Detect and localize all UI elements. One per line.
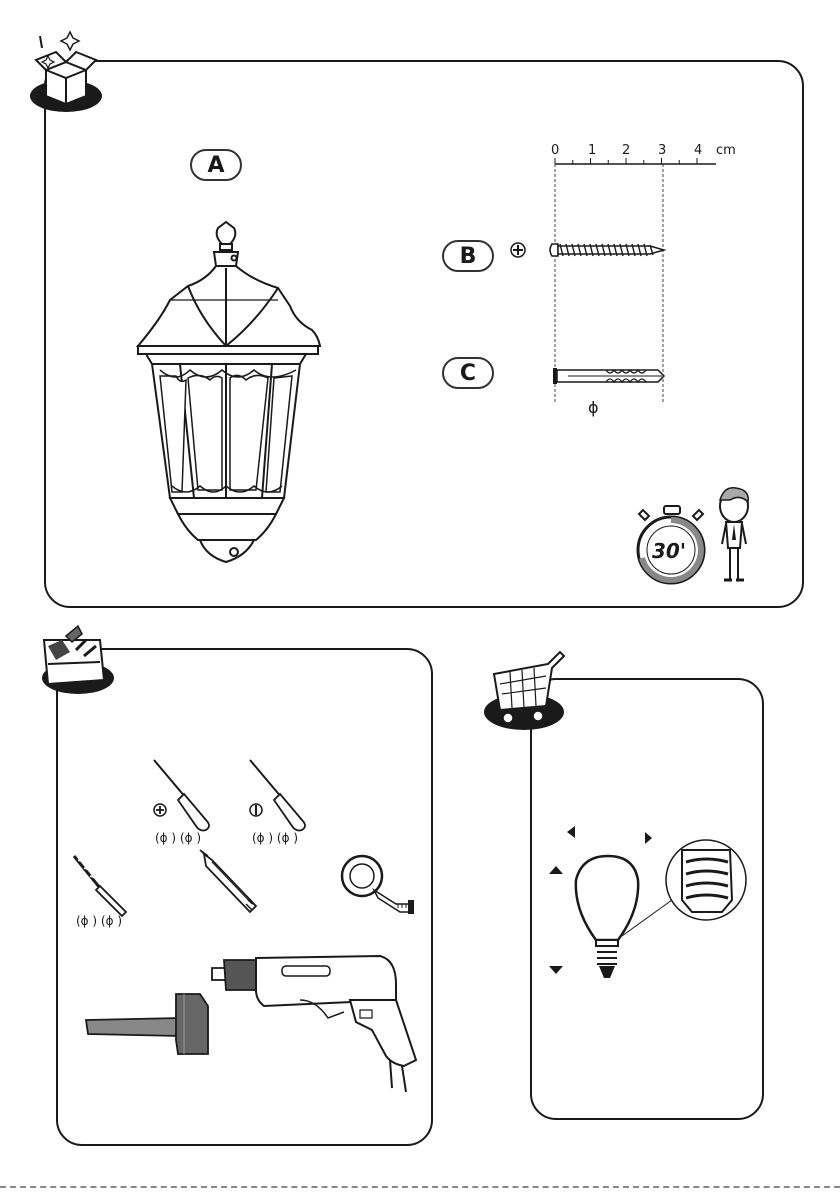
flat-screwdriver-spec: (ϕ ) (ϕ )	[252, 831, 298, 845]
page-footer-line	[0, 1186, 840, 1188]
tools-panel	[56, 648, 433, 1146]
ruler-tick-3: 3	[658, 143, 666, 158]
part-a-badge: A	[190, 149, 242, 181]
ruler-tick-4: 4	[694, 143, 702, 158]
phillips-screwdriver-spec: (ϕ ) (ϕ )	[155, 831, 201, 845]
ruler-tick-1: 1	[588, 143, 596, 158]
ruler-tick-2: 2	[622, 143, 630, 158]
package-contents-panel	[44, 60, 804, 608]
light-bulb-panel	[530, 678, 764, 1120]
ruler-unit: cm	[716, 143, 736, 158]
drill-bit-spec: (ϕ ) (ϕ )	[76, 914, 122, 928]
part-b-badge: B	[442, 240, 494, 272]
part-c-badge: C	[442, 357, 494, 389]
stopwatch-time: 30'	[652, 539, 686, 563]
ruler-tick-0: 0	[551, 143, 559, 158]
dowel-diameter-symbol: ϕ	[588, 398, 599, 417]
